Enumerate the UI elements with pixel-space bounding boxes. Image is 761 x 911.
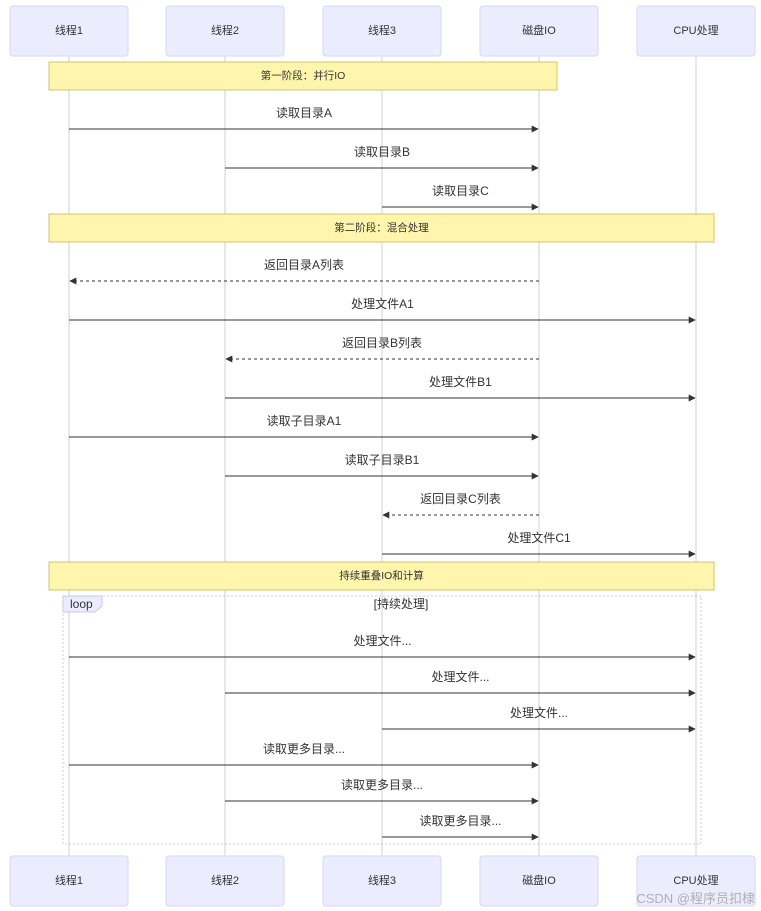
- message-4: 返回目录A列表: [69, 258, 539, 285]
- loop-label: loop: [70, 597, 93, 611]
- loop-border: [62, 595, 702, 845]
- message-label: 读取目录B: [354, 145, 410, 159]
- actor-rect: [322, 5, 442, 57]
- actor-rect: [636, 855, 756, 907]
- message-label: 读取目录C: [432, 184, 489, 198]
- actor-label: 磁盘IO: [522, 23, 556, 37]
- message-9: 读取子目录B1: [225, 453, 539, 480]
- actor-box-cpu-top: CPU处理: [636, 5, 756, 57]
- message-label: 处理文件B1: [429, 374, 492, 389]
- actor-rect: [165, 855, 285, 907]
- actor-box-t3-bottom: 线程3: [322, 855, 442, 907]
- message-8: 读取子目录A1: [69, 414, 539, 441]
- actor-box-t3-top: 线程3: [322, 5, 442, 57]
- actor-box-io-top: 磁盘IO: [479, 5, 599, 57]
- actor-label: 线程3: [368, 873, 396, 887]
- actor-rect: [479, 5, 599, 57]
- actor-box-cpu-bottom: CPU处理: [636, 855, 756, 907]
- loop-condition: [持续处理]: [374, 596, 429, 611]
- message-label: 返回目录B列表: [342, 336, 422, 350]
- actor-rect: [9, 855, 129, 907]
- note-text: 第二阶段：混合处理: [334, 221, 429, 234]
- message-15: 读取更多目录...: [69, 742, 539, 769]
- message-5: 处理文件A1: [69, 296, 696, 324]
- actor-rect: [479, 855, 599, 907]
- message-17: 读取更多目录...: [382, 814, 539, 841]
- message-label: 处理文件A1: [351, 296, 414, 311]
- message-12: 处理文件...: [69, 633, 696, 661]
- message-1: 读取目录A: [69, 106, 539, 133]
- message-11: 处理文件C1: [382, 530, 696, 558]
- message-label: 处理文件C1: [507, 530, 571, 545]
- message-3: 读取目录C: [382, 184, 539, 211]
- message-label: 处理文件...: [431, 669, 489, 684]
- actor-box-io-bottom: 磁盘IO: [479, 855, 599, 907]
- message-label: 处理文件...: [510, 705, 568, 720]
- loop-frame: loop [持续处理]: [62, 595, 702, 845]
- message-16: 读取更多目录...: [225, 778, 539, 805]
- actor-label: 线程2: [211, 23, 239, 37]
- actor-box-t2-bottom: 线程2: [165, 855, 285, 907]
- note-box: [48, 561, 715, 591]
- actor-label: 线程2: [211, 873, 239, 887]
- loop-tag: [62, 595, 103, 613]
- message-label: 读取更多目录...: [341, 778, 423, 792]
- actor-label: 线程1: [55, 873, 83, 887]
- message-2: 读取目录B: [225, 145, 539, 172]
- message-label: 读取子目录A1: [267, 414, 342, 428]
- message-label: 读取更多目录...: [263, 742, 345, 756]
- message-13: 处理文件...: [225, 669, 696, 697]
- message-label: 读取子目录B1: [345, 453, 420, 467]
- actor-label: CPU处理: [673, 874, 718, 887]
- message-label: 读取目录A: [276, 106, 332, 120]
- message-label: 处理文件...: [353, 633, 411, 648]
- message-label: 读取更多目录...: [419, 814, 501, 828]
- actor-rect: [322, 855, 442, 907]
- actor-box-t1-bottom: 线程1: [9, 855, 129, 907]
- message-7: 处理文件B1: [225, 374, 696, 402]
- note-3: 持续重叠IO和计算: [48, 561, 715, 591]
- note-box: [48, 213, 715, 243]
- actor-label: CPU处理: [673, 24, 718, 37]
- note-1: 第一阶段：并行IO: [48, 61, 558, 91]
- note-text: 第一阶段：并行IO: [261, 69, 346, 82]
- actor-box-t1-top: 线程1: [9, 5, 129, 57]
- note-text: 持续重叠IO和计算: [339, 569, 424, 582]
- actor-label: 磁盘IO: [522, 873, 556, 887]
- actor-rect: [636, 5, 756, 57]
- actor-box-t2-top: 线程2: [165, 5, 285, 57]
- message-10: 返回目录C列表: [382, 492, 539, 519]
- message-14: 处理文件...: [382, 705, 696, 733]
- actor-rect: [165, 5, 285, 57]
- message-label: 返回目录C列表: [420, 492, 501, 506]
- message-label: 返回目录A列表: [264, 258, 344, 272]
- note-2: 第二阶段：混合处理: [48, 213, 715, 243]
- actor-rect: [9, 5, 129, 57]
- actor-label: 线程1: [55, 23, 83, 37]
- actor-label: 线程3: [368, 23, 396, 37]
- note-box: [48, 61, 558, 91]
- watermark: CSDN @程序员扣棣: [636, 891, 755, 906]
- message-6: 返回目录B列表: [225, 336, 539, 363]
